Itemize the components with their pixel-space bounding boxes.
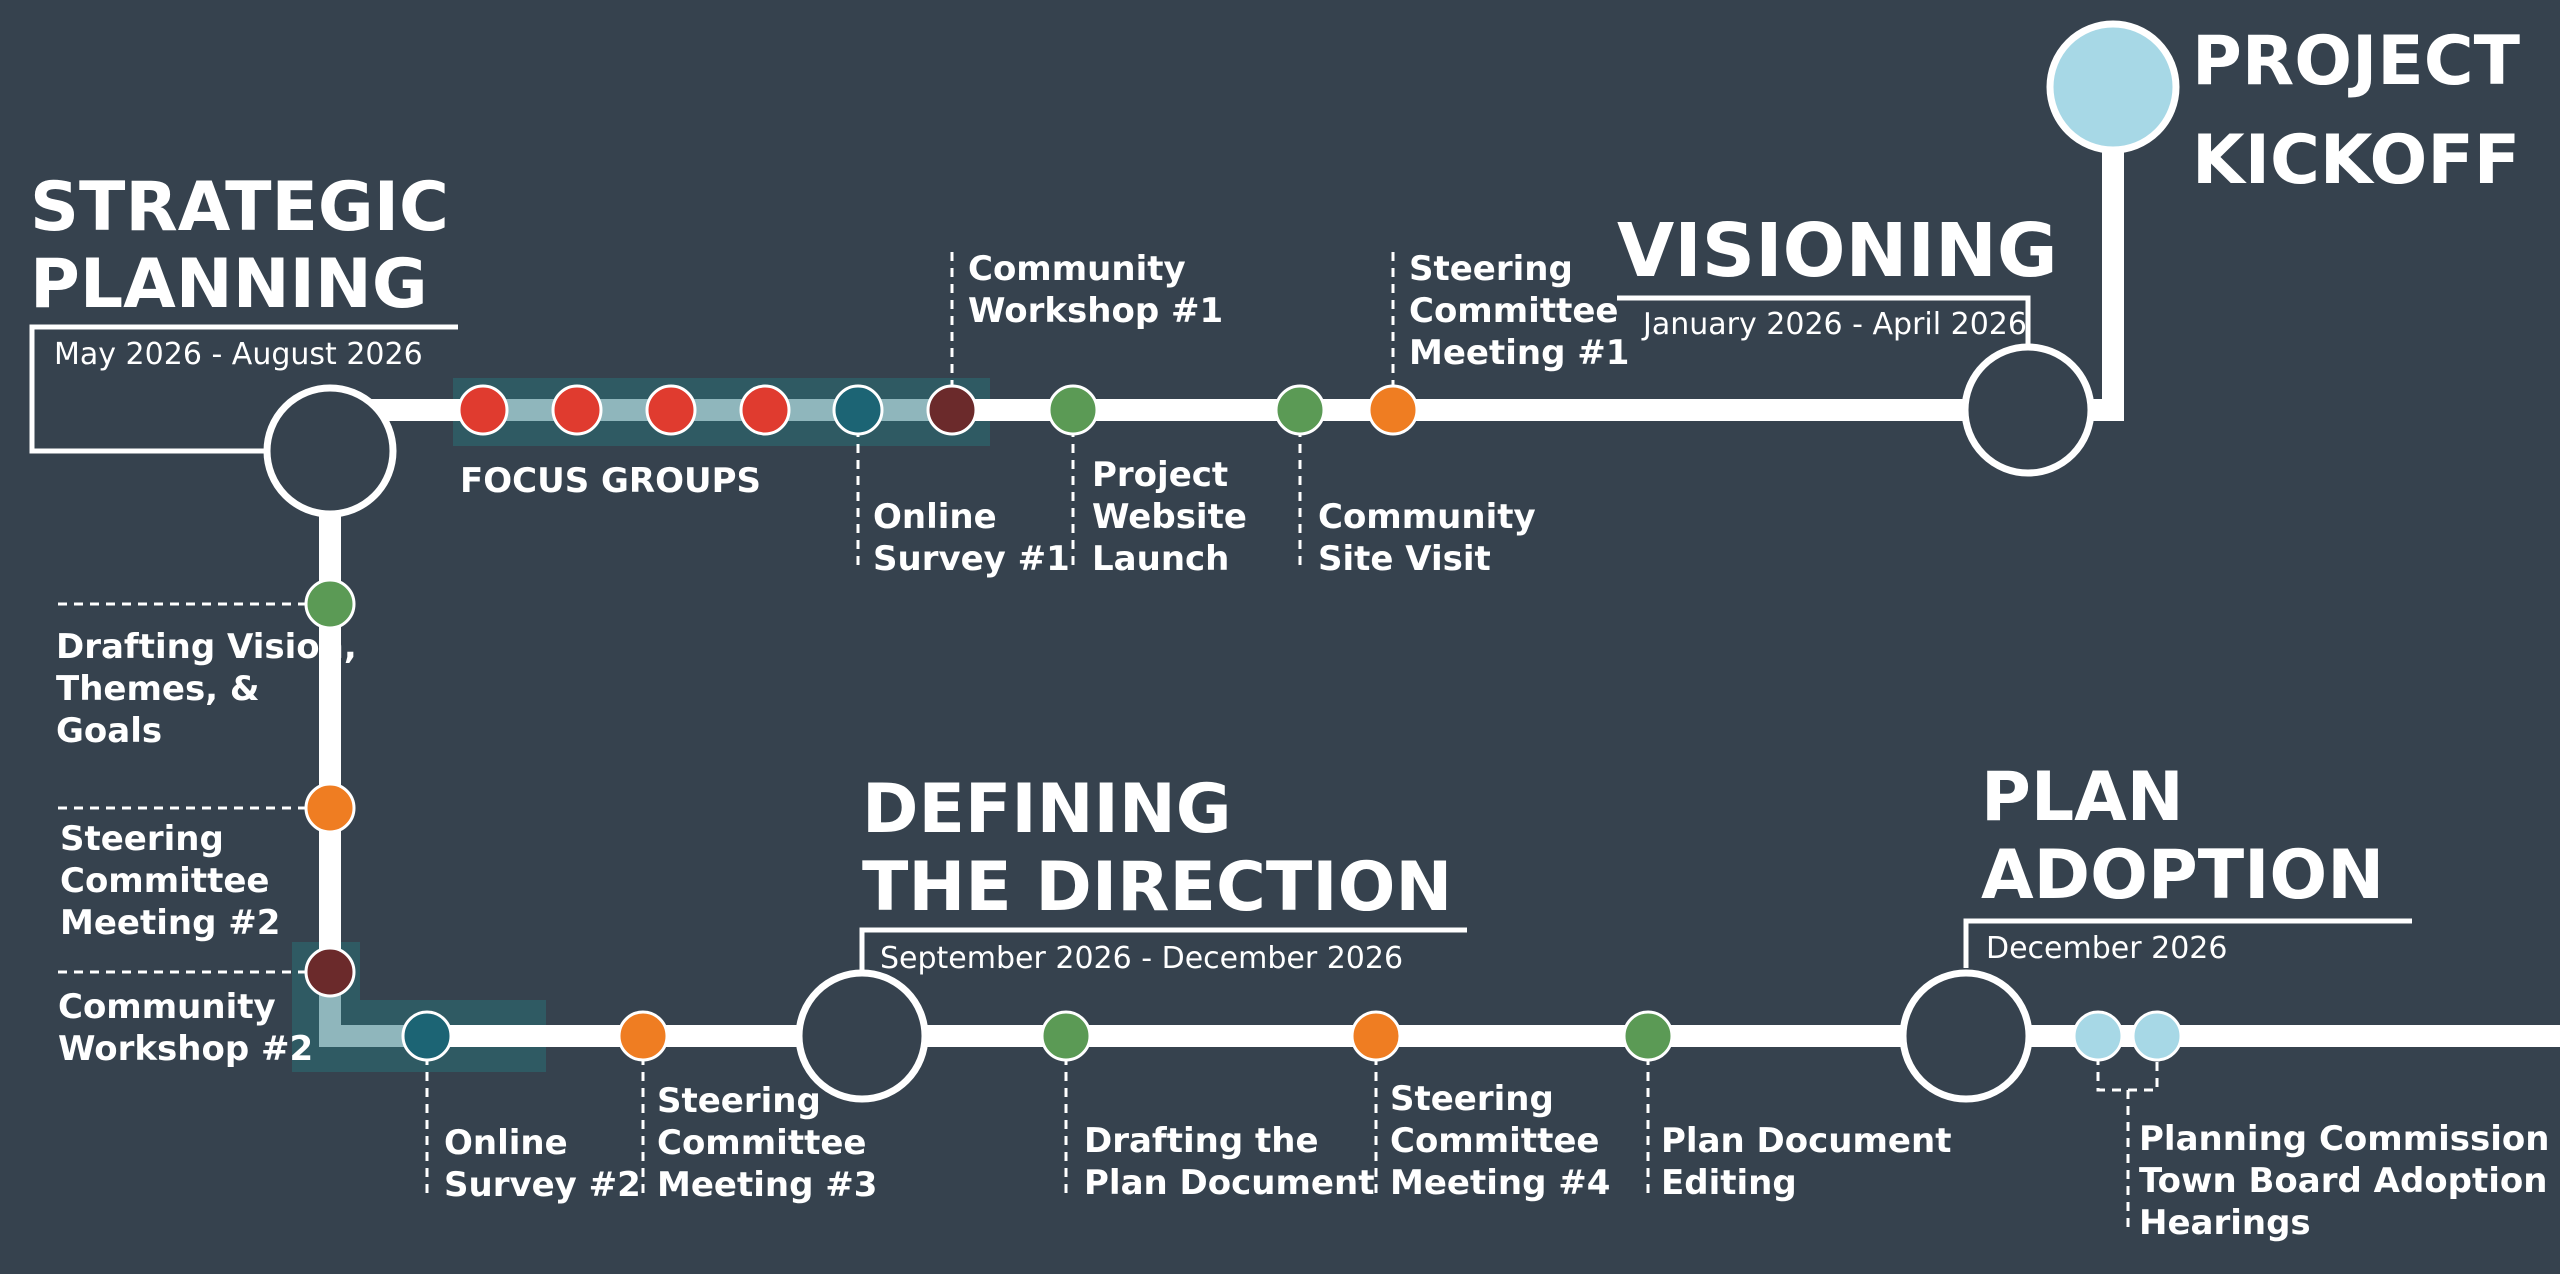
steering-3-dot: [617, 1010, 669, 1062]
online-survey-1-dot: [832, 384, 884, 436]
online-survey-2-dot: [401, 1010, 453, 1062]
strategic-bracket: [29, 324, 458, 454]
online-survey-2-label: Online Survey #2: [444, 1123, 641, 1205]
steering-2-label: Steering Committee Meeting #2: [60, 819, 281, 943]
project-website-dot: [1047, 384, 1099, 436]
community-site-visit-label: Community Site Visit: [1318, 497, 1548, 579]
adoption-bracket: [1963, 918, 2412, 968]
drafting-vision-label: Drafting Vision, Themes, & Goals: [56, 627, 369, 751]
plan-editing-dot: [1622, 1010, 1674, 1062]
strategic-title-line1: STRATEGIC: [30, 168, 449, 247]
community-site-visit-dot: [1274, 384, 1326, 436]
kickoff-title-line2: KICKOFF: [2192, 121, 2520, 200]
steering-1-dot: [1367, 384, 1419, 436]
drafting-plan-label: Drafting the Plan Document: [1084, 1121, 1374, 1203]
strategic-title-line2: PLANNING: [30, 245, 428, 324]
visioning-dates: January 2026 - April 2026: [1641, 307, 2027, 342]
adoption-title-line1: PLAN: [1981, 758, 2184, 837]
adoption-hearing-dot-1: [2072, 1010, 2124, 1062]
kickoff-title-line1: PROJECT: [2192, 22, 2521, 101]
community-workshop-1-label: Community Workshop #1: [968, 249, 1223, 331]
focus-group-dot-2: [551, 384, 603, 436]
adoption-hearings-label: Planning Commission & Town Board Adoptio…: [2139, 1119, 2560, 1243]
drafting-vision-dot: [304, 578, 356, 630]
focus-group-dot-4: [739, 384, 791, 436]
adoption-title-line2: ADOPTION: [1981, 836, 2384, 915]
defining-title-line1: DEFINING: [862, 770, 1232, 849]
steering-4-dot: [1350, 1010, 1402, 1062]
kickoff-circle: [2046, 20, 2180, 154]
defining-circle: [795, 969, 929, 1103]
steering-2-dot: [304, 782, 356, 834]
steering-3-label: Steering Committee Meeting #3: [657, 1081, 878, 1205]
visioning-bracket: [1617, 295, 2031, 346]
defining-title-line2: THE DIRECTION: [862, 848, 1452, 927]
community-workshop-2-label: Community Workshop #2: [58, 987, 313, 1069]
focus-group-dot-3: [645, 384, 697, 436]
visioning-circle: [1961, 343, 2095, 477]
focus-group-dot-1: [457, 384, 509, 436]
adoption-circle: [1899, 969, 2033, 1103]
visioning-title: VISIONING: [1617, 208, 2058, 294]
adoption-hearing-dot-2: [2131, 1010, 2183, 1062]
community-workshop-1-dot: [926, 384, 978, 436]
community-workshop-2-dot: [304, 946, 356, 998]
project-website-label: Project Website Launch: [1092, 455, 1259, 579]
leader-adoption-hearings: [2096, 1056, 2159, 1232]
strategic-dates: May 2026 - August 2026: [54, 337, 423, 372]
adoption-dates: December 2026: [1986, 931, 2227, 966]
defining-dates: September 2026 - December 2026: [880, 941, 1403, 976]
strategic-circle: [263, 384, 397, 518]
steering-1-label: Steering Committee Meeting #1: [1409, 249, 1630, 373]
drafting-plan-dot: [1040, 1010, 1092, 1062]
focus-groups-label: FOCUS GROUPS: [460, 461, 761, 501]
online-survey-1-label: Online Survey #1: [873, 497, 1070, 579]
steering-4-label: Steering Committee Meeting #4: [1390, 1079, 1611, 1203]
defining-bracket: [859, 927, 1467, 975]
plan-editing-label: Plan Document Editing: [1661, 1121, 1963, 1203]
